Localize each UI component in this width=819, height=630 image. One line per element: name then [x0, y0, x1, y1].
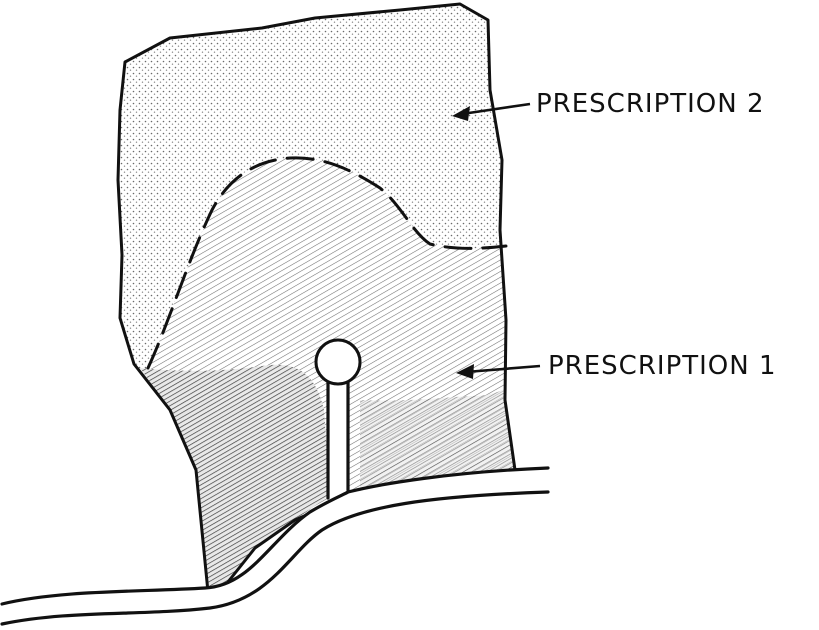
- prescription-1-dense-area: [140, 365, 330, 592]
- prescription-2-callout: PRESCRIPTION 2: [452, 89, 765, 121]
- prescription-1-label: PRESCRIPTION 1: [548, 351, 777, 381]
- prescription-2-label: PRESCRIPTION 2: [536, 89, 765, 119]
- turnaround-circle: [316, 340, 360, 384]
